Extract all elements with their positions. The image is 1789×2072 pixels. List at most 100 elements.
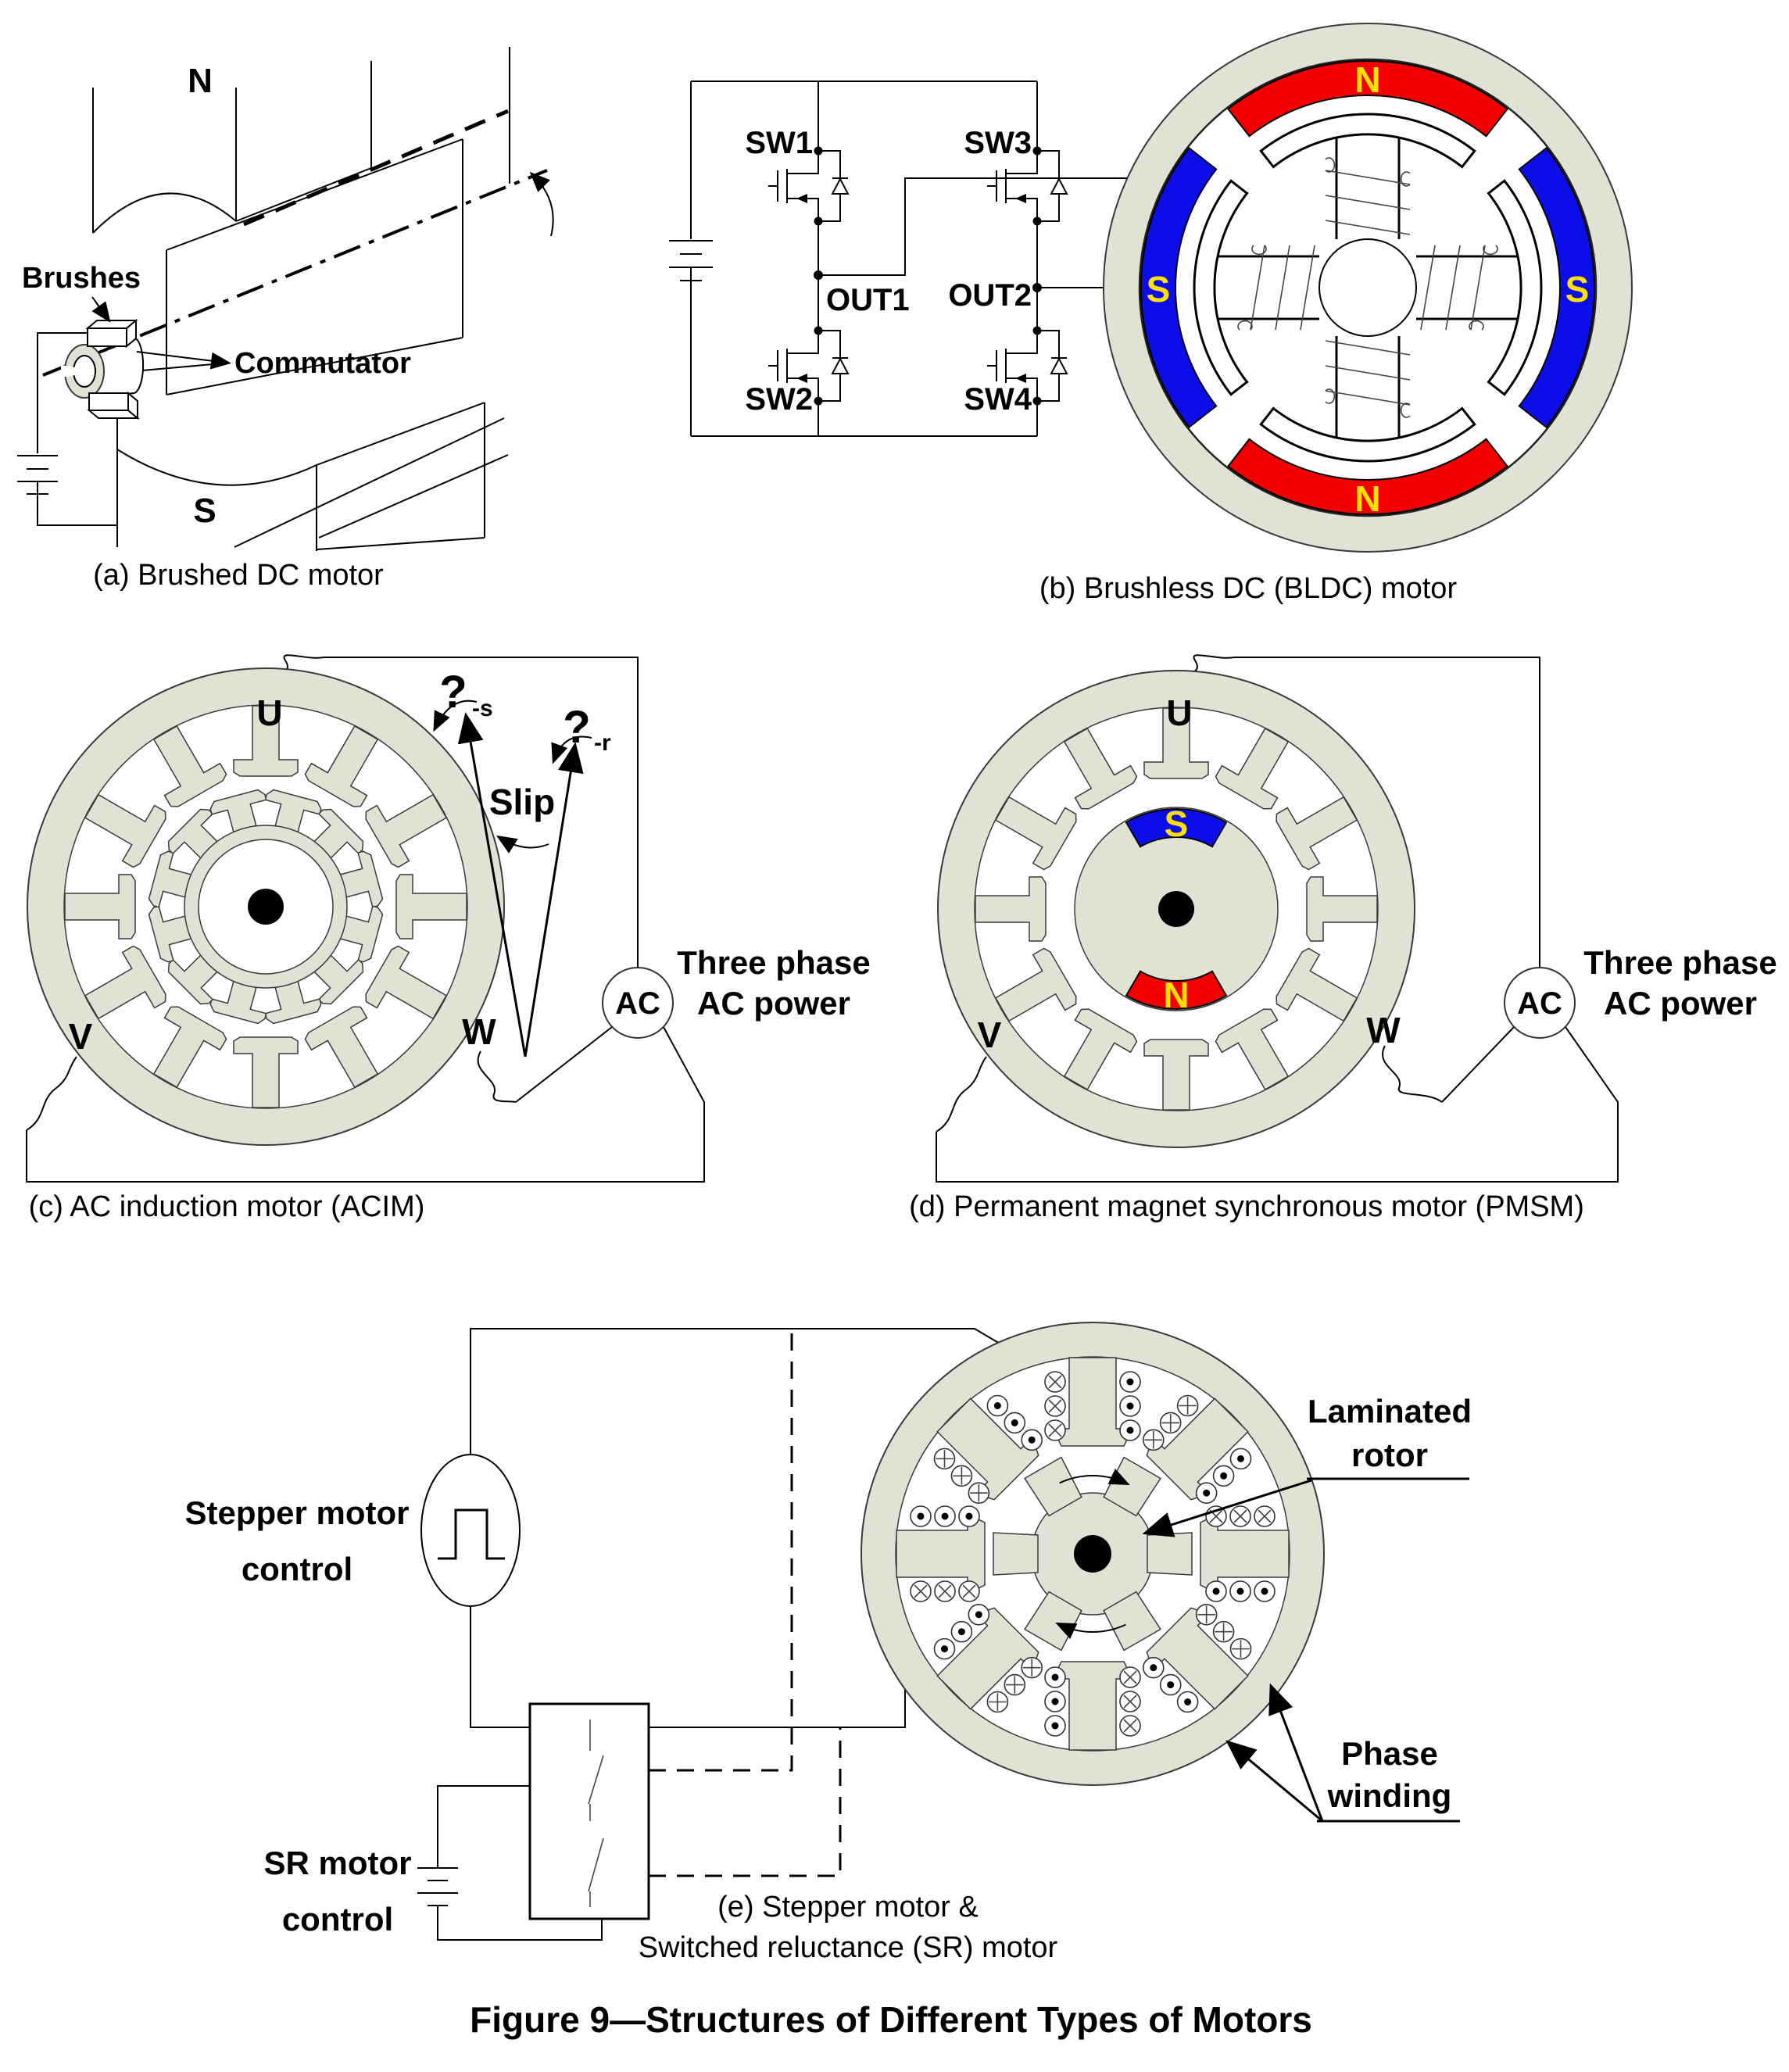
caption-b: (b) Brushless DC (BLDC) motor xyxy=(1039,572,1458,605)
rotor-magnet-south xyxy=(1125,808,1228,848)
laminated-rotor-label-line2: rotor xyxy=(1351,1437,1428,1473)
omega-r-vector xyxy=(524,742,584,1057)
caption-c: (c) AC induction motor (ACIM) xyxy=(29,1190,425,1223)
commutator-text-label: Commutator xyxy=(234,347,411,380)
panel-a-brushed-dc-motor: N S xyxy=(17,47,554,592)
shaft xyxy=(248,889,284,925)
pulse-source xyxy=(420,1454,521,1607)
phase-winding-label-line1: Phase xyxy=(1341,1735,1438,1772)
switch-contacts xyxy=(588,1720,604,1907)
rotation-arrow-top xyxy=(1059,1468,1130,1485)
sr-motor-control: SR motor control xyxy=(264,1329,842,1941)
ac-source-label: AC xyxy=(615,986,660,1021)
omega-s-subscript: -s xyxy=(472,696,493,721)
bldc-cross-section: N N S S xyxy=(1103,23,1633,553)
panel-c-acim: U V W ? -s ? -r Slip AC Three phase AC p… xyxy=(26,654,871,1223)
battery-symbol xyxy=(417,1867,458,1906)
south-pole-piece xyxy=(116,402,485,551)
shaft xyxy=(1074,1535,1111,1573)
panel-d-pmsm: S N U V W AC Three phase AC power (d) Pe… xyxy=(909,654,1777,1223)
sr-motor-cross-section xyxy=(861,1322,1325,1786)
wire-w xyxy=(477,1050,517,1103)
magnet-label-n-bottom: N xyxy=(1354,478,1380,519)
brush-lower xyxy=(87,391,140,420)
rotor-north-label: N xyxy=(1163,975,1189,1015)
north-pole-label: N xyxy=(188,62,213,100)
h-bridge-circuit: SW1 SW2 SW3 SW4 OUT1 OUT2 xyxy=(669,81,1329,437)
caption-e-line2: Switched reluctance (SR) motor xyxy=(639,1931,1058,1964)
omega-r-symbol: ? xyxy=(563,702,590,753)
panel-b-bldc-motor: SW1 SW2 SW3 SW4 OUT1 OUT2 N N S S xyxy=(669,23,1633,605)
caption-a: (a) Brushed DC motor xyxy=(93,559,384,592)
rotation-arrow-bottom xyxy=(1055,1623,1126,1640)
omega-r-rotation-arrow xyxy=(551,735,592,764)
magnet-label-n-top: N xyxy=(1354,59,1380,100)
ac-leg-right xyxy=(936,1026,1619,1183)
magnet-north-top xyxy=(1226,59,1509,138)
phase-wire-out1 xyxy=(818,177,1329,276)
salient-rotor xyxy=(993,1456,1193,1652)
panel-e-stepper-sr-motor: Stepper motor control SR motor control xyxy=(184,1322,1472,1964)
armature-coil xyxy=(166,109,509,548)
phase-winding-arrow-1 xyxy=(1225,1740,1323,1823)
out1-label: OUT1 xyxy=(826,283,910,317)
brushes-pointer-arrow xyxy=(91,296,111,323)
three-phase-label-line2: AC power xyxy=(697,985,850,1022)
sr-wire-dashed-1 xyxy=(649,1329,793,1772)
phase-u-label: U xyxy=(1166,692,1192,733)
omega-s-vector xyxy=(457,712,527,1057)
ac-leg-left xyxy=(515,1026,613,1103)
south-pole-label: S xyxy=(193,492,216,530)
caption-e-line1: (e) Stepper motor & xyxy=(717,1891,979,1923)
phase-winding-arrow-2 xyxy=(1268,1683,1324,1822)
magnet-south-right xyxy=(1518,146,1596,429)
wire-w xyxy=(1382,1045,1443,1103)
magnet-label-s-right: S xyxy=(1565,269,1590,310)
slip-label: Slip xyxy=(489,782,555,822)
sr-control-label-line2: control xyxy=(282,1901,393,1938)
three-phase-label-line2: AC power xyxy=(1604,985,1757,1022)
brush-upper xyxy=(85,318,138,349)
omega-s-rotation-arrow xyxy=(433,700,478,732)
coil-hidden-edge xyxy=(243,109,509,227)
laminated-rotor-label-line1: Laminated xyxy=(1308,1393,1472,1430)
north-pole-piece xyxy=(92,47,510,234)
phase-winding-label-line2: winding xyxy=(1327,1777,1452,1814)
sw1-label: SW1 xyxy=(745,126,813,160)
phase-winding-callout: Phase winding xyxy=(1225,1683,1460,1823)
ac-leg-right xyxy=(26,1026,705,1183)
laminated-rotor-arrow xyxy=(1142,1479,1312,1537)
stepper-control-label-line1: Stepper motor xyxy=(184,1494,409,1531)
pmsm-wiring xyxy=(936,654,1619,1183)
ac-source xyxy=(1504,967,1576,1039)
battery-symbol xyxy=(669,240,713,281)
phase-w-label: W xyxy=(1366,1010,1401,1050)
phase-v-label: V xyxy=(978,1015,1002,1055)
sr-wire-dashed-2 xyxy=(649,1727,842,1877)
wire-v xyxy=(26,1056,77,1131)
wire-v xyxy=(936,1056,987,1133)
sw4-label: SW4 xyxy=(964,382,1032,417)
pulse-waveform-icon xyxy=(438,1508,505,1560)
figure-title: Figure 9—Structures of Different Types o… xyxy=(470,1999,1312,2040)
three-phase-label-line1: Three phase xyxy=(1583,944,1776,981)
rotor-south-label: S xyxy=(1165,803,1189,844)
stepper-control-label-line2: control xyxy=(242,1551,352,1587)
phase-u-label: U xyxy=(256,692,282,733)
phase-w-label: W xyxy=(462,1011,496,1052)
omega-r-subscript: -r xyxy=(594,730,611,756)
battery-symbol xyxy=(17,455,58,495)
brushes-label: Brushes xyxy=(22,262,141,295)
slip-angle-arc xyxy=(496,835,549,853)
dc-supply-circuit xyxy=(17,332,118,526)
omega-s-symbol: ? xyxy=(439,667,467,718)
shaft xyxy=(1318,238,1417,337)
out2-label: OUT2 xyxy=(948,278,1032,313)
shaft xyxy=(1158,891,1194,927)
magnet-south-left xyxy=(1140,146,1218,429)
caption-d: (d) Permanent magnet synchronous motor (… xyxy=(909,1190,1584,1223)
ac-leg-left xyxy=(1441,1026,1515,1103)
rotation-arrow xyxy=(529,171,554,237)
